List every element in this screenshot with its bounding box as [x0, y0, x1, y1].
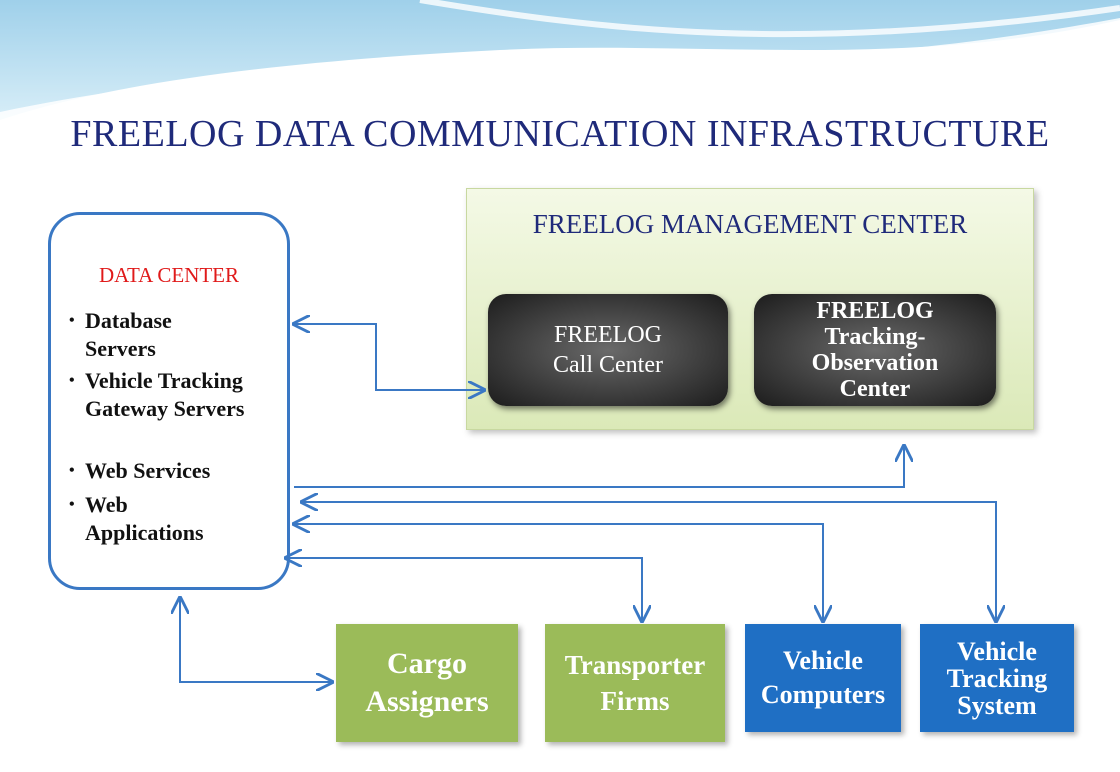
bullet-icon: •	[69, 372, 75, 389]
data-center-item-label: Web Services	[85, 458, 211, 483]
data-center-item-gateway-servers: • Vehicle Tracking Gateway Servers	[69, 367, 244, 423]
transporter-firms-box: Transporter Firms	[545, 624, 725, 742]
connector-transporter-data-center	[286, 558, 642, 621]
cargo-assigners-box: Cargo Assigners	[336, 624, 518, 742]
data-center-title: DATA CENTER	[98, 263, 240, 287]
call-center-box: FREELOG Call Center	[488, 294, 728, 406]
vehicle-computers-label: Vehicle Computers	[760, 646, 886, 709]
data-center-item-label: Database Servers	[85, 308, 172, 361]
data-center-item-database-servers: • Database Servers	[69, 307, 172, 363]
tracking-observation-center-label: FREELOG Tracking- Observation Center	[811, 298, 939, 402]
data-center-item-web-applications: • Web Applications	[69, 491, 204, 547]
page-title: FREELOG DATA COMMUNICATION INFRASTRUCTUR…	[70, 113, 1050, 155]
bullet-icon: •	[69, 312, 75, 329]
data-center-item-label: Vehicle Tracking Gateway Servers	[85, 368, 245, 421]
data-center-item-label: Web Applications	[85, 492, 204, 545]
connector-cargo-data-center	[180, 598, 332, 682]
vehicle-computers-box: Vehicle Computers	[745, 624, 901, 732]
connector-data-center-management-center	[294, 446, 904, 488]
vehicle-tracking-system-box: Vehicle Tracking System	[920, 624, 1074, 732]
connector-data-center-call-center	[294, 324, 484, 390]
cargo-assigners-label: Cargo Assigners	[365, 647, 489, 718]
bullet-icon: •	[69, 462, 75, 479]
call-center-label: FREELOG Call Center	[553, 322, 663, 378]
connector-vehicle-tracking-data-center	[302, 502, 996, 621]
header-wave-decoration	[0, 0, 1120, 122]
data-center-box: DATA CENTER • Database Servers • Vehicle T…	[48, 212, 290, 590]
bullet-icon: •	[69, 496, 75, 513]
data-center-item-web-services: • Web Services	[69, 457, 210, 485]
connector-vehicle-computers-data-center	[294, 524, 823, 621]
tracking-observation-center-box: FREELOG Tracking- Observation Center	[754, 294, 996, 406]
vehicle-tracking-system-label: Vehicle Tracking System	[946, 636, 1048, 720]
management-center-title: FREELOG MANAGEMENT CENTER	[532, 209, 968, 239]
transporter-firms-label: Transporter Firms	[564, 650, 706, 716]
